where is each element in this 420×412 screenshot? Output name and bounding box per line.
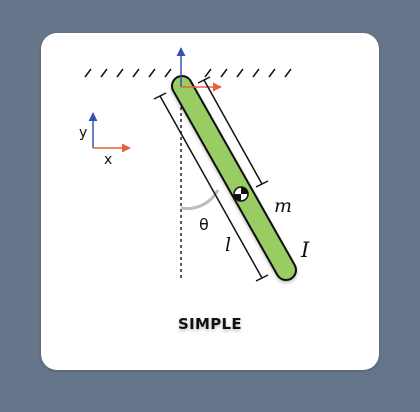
pivot-frame-icon: [176, 47, 222, 92]
mass-label: m: [274, 195, 292, 217]
center-of-mass-icon: [233, 186, 249, 202]
angle-arc: [180, 189, 220, 211]
coordinate-axes-icon: [88, 112, 131, 153]
com-dimension: [197, 76, 269, 188]
axis-y-label: y: [79, 125, 87, 141]
angle-label: θ: [199, 215, 209, 234]
axis-x-label: x: [104, 152, 112, 168]
diagram-card: y x θ l: [41, 33, 379, 370]
diagram-caption: SIMPLE: [178, 315, 242, 333]
length-dimension: [153, 92, 269, 282]
pendulum-diagram: y x θ l: [79, 47, 310, 282]
inertia-label: I: [300, 238, 310, 262]
ceiling: [81, 68, 309, 78]
length-label: l: [225, 234, 231, 256]
